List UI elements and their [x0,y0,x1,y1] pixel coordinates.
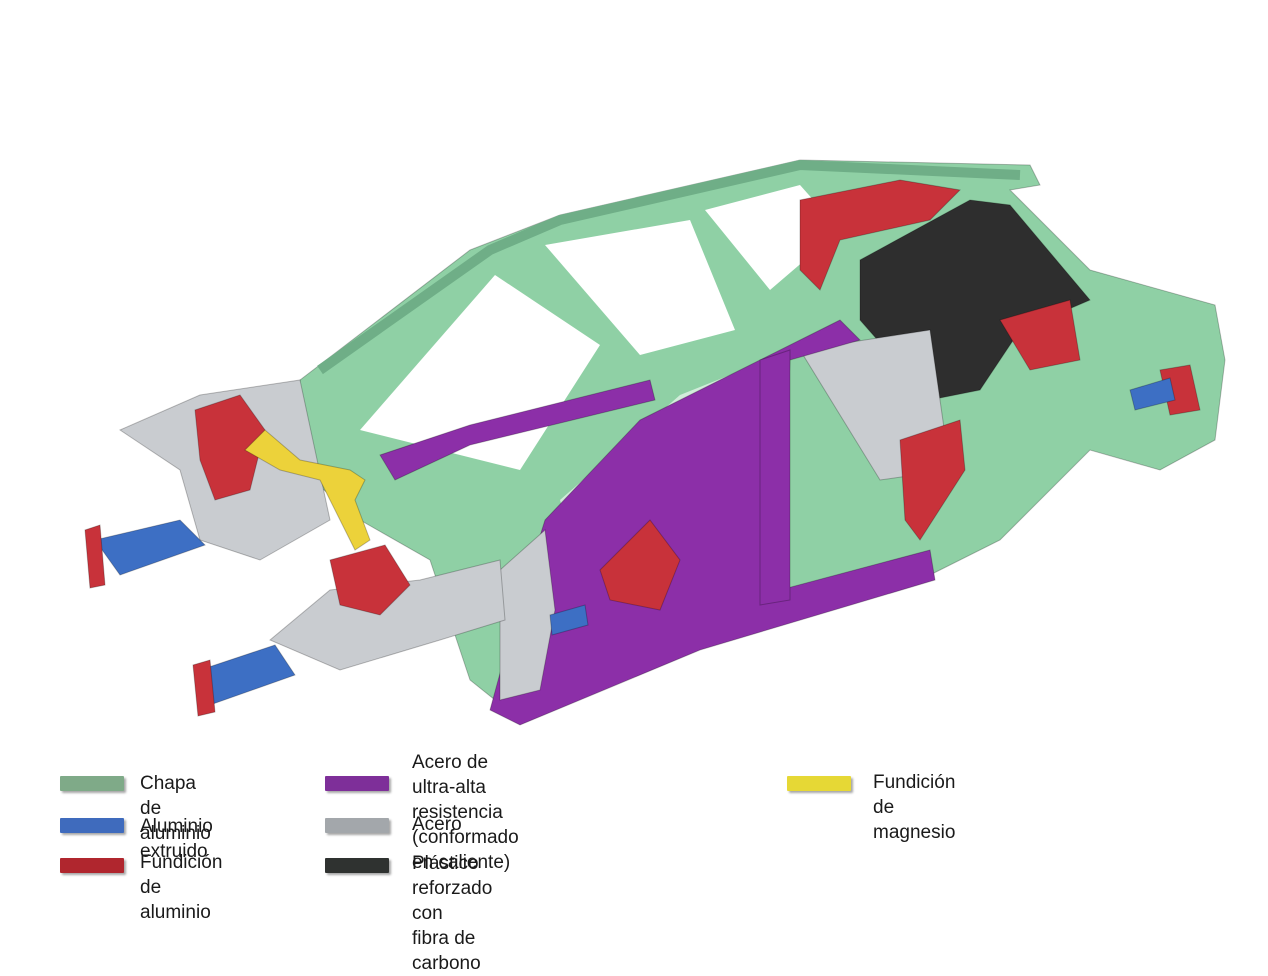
blue-swatch [60,818,124,833]
green-swatch [60,776,124,791]
casting-front-right [329,544,411,616]
a-pillar-steel [499,528,556,701]
casting-rear [799,179,962,291]
legend-label: Acero de ultra-alta resistencia (conform… [412,752,519,873]
legend-label: Fundición de aluminio [140,852,223,923]
casting-tunnel [899,419,966,541]
bumper-bracket-left [84,524,106,589]
legend-label: Fundición de magnesio [873,772,956,843]
casting-seat-cross [599,519,681,611]
sill-extrusion [549,604,589,636]
yellow-swatch [787,776,851,791]
bumper-bracket-right [192,659,216,717]
crash-rail-right [199,644,296,706]
roof-frame [317,159,1021,375]
car-body-illustration [84,159,1226,726]
b-pillar [759,349,791,606]
legend-label: Plástico reforzado con fibra de carbono [412,853,493,974]
casting-front-left [194,394,266,501]
black-swatch [325,858,389,873]
strut-brace [244,429,371,551]
upper-rail [379,379,656,481]
gray-swatch [325,818,389,833]
purple-swatch [325,776,389,791]
red-swatch [60,858,124,873]
roof-opening-front [545,220,735,355]
legend-label: Aluminio extruido [140,816,213,862]
legend-label: Acero [412,814,462,835]
legend-label: Chapa de aluminio [140,773,211,844]
crash-rail-left [94,519,206,576]
crash-rail-rear [1129,377,1176,411]
casting-rear-right [999,299,1081,371]
